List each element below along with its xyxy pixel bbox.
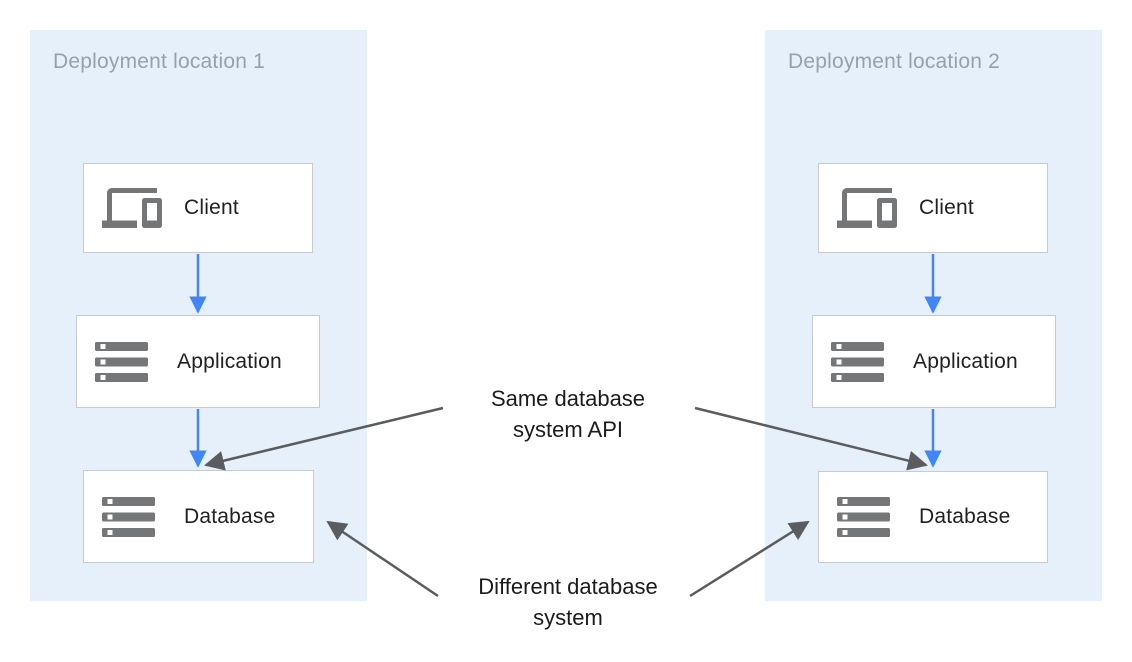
devices-icon bbox=[837, 188, 899, 228]
annotation-line: system bbox=[533, 605, 603, 630]
server-stack-icon bbox=[95, 342, 157, 382]
server-stack-icon bbox=[831, 342, 893, 382]
location-2-client-box: Client bbox=[818, 163, 1048, 253]
annotation-line: Same database bbox=[490, 386, 646, 411]
location-2-database-box: Database bbox=[818, 471, 1048, 563]
panel-title: Deployment location 1 bbox=[53, 50, 265, 73]
annotation-line: Different database bbox=[478, 574, 658, 599]
server-stack-icon bbox=[837, 497, 899, 537]
node-label: Application bbox=[913, 349, 1018, 373]
location-2-application-box: Application bbox=[812, 315, 1056, 408]
node-label: Database bbox=[919, 505, 1011, 528]
panel-title: Deployment location 2 bbox=[788, 50, 1000, 73]
devices-icon bbox=[102, 188, 164, 228]
location-1-database-box: Database bbox=[83, 470, 314, 563]
annotation-line: system API bbox=[512, 417, 624, 442]
node-label: Client bbox=[919, 196, 974, 219]
annotation-same-database-system-api: Same database system API bbox=[428, 383, 708, 445]
location-1-client-box: Client bbox=[83, 163, 313, 253]
annotation-different-database-system: Different database system bbox=[428, 571, 708, 633]
node-label: Client bbox=[184, 196, 239, 219]
server-stack-icon bbox=[102, 497, 164, 537]
node-label: Database bbox=[184, 504, 276, 528]
location-1-application-box: Application bbox=[76, 315, 320, 408]
node-label: Application bbox=[177, 349, 282, 373]
